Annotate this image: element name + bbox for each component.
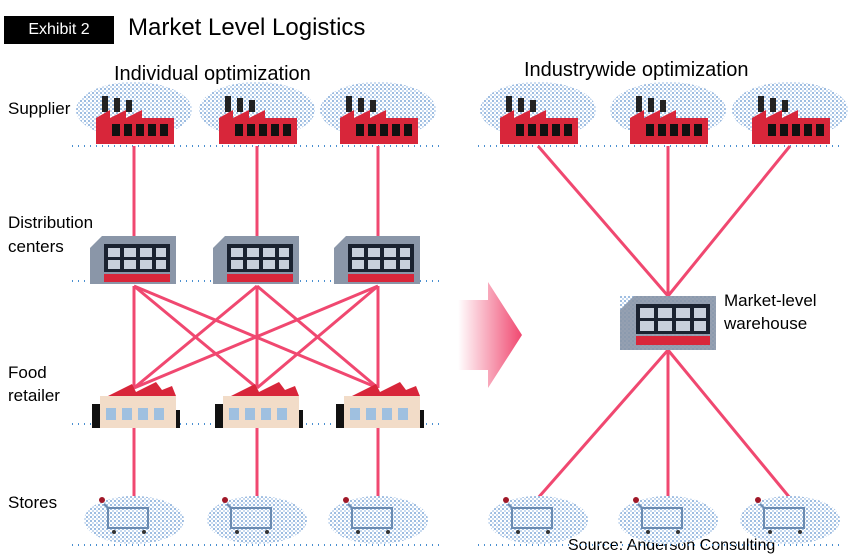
supplier-clouds bbox=[76, 82, 848, 138]
factory-icon bbox=[96, 96, 174, 144]
factory-icon bbox=[500, 96, 578, 144]
store-icon bbox=[618, 496, 718, 544]
label-warehouse-1: Market-level bbox=[724, 291, 817, 310]
factory-icon bbox=[752, 96, 830, 144]
label-distribution-1: Distribution bbox=[8, 213, 94, 232]
page-title: Market Level Logistics bbox=[128, 14, 366, 41]
food-retailer-icon bbox=[215, 382, 303, 428]
store-icon bbox=[488, 496, 588, 544]
label-supplier: Supplier bbox=[8, 99, 71, 118]
transition-arrow bbox=[458, 282, 522, 388]
warehouse-icon bbox=[620, 296, 716, 350]
distribution-center-icon bbox=[213, 236, 299, 284]
label-stores: Stores bbox=[8, 493, 58, 512]
distribution-center-icon bbox=[334, 236, 420, 284]
distribution-center-icon bbox=[90, 236, 176, 284]
label-warehouse-2: warehouse bbox=[724, 314, 808, 333]
factory-icon bbox=[219, 96, 297, 144]
left-heading: Individual optimization bbox=[114, 63, 311, 85]
factory-icon bbox=[630, 96, 708, 144]
source-note: Source: Anderson Consulting bbox=[568, 537, 776, 554]
food-retailer-icon bbox=[92, 382, 180, 428]
link-lines bbox=[132, 145, 792, 499]
store-icon bbox=[84, 496, 184, 544]
right-heading: Industrywide optimization bbox=[524, 59, 749, 81]
label-distribution-2: centers bbox=[8, 237, 64, 256]
store-icon bbox=[740, 496, 840, 544]
food-retailer-icon bbox=[336, 382, 424, 428]
exhibit-badge: Exhibit 2 bbox=[4, 16, 114, 44]
factory-icon bbox=[340, 96, 418, 144]
label-retailer-1: Food bbox=[8, 363, 47, 382]
label-retailer-2: retailer bbox=[8, 386, 60, 405]
store-icon bbox=[207, 496, 307, 544]
store-icon bbox=[328, 496, 428, 544]
